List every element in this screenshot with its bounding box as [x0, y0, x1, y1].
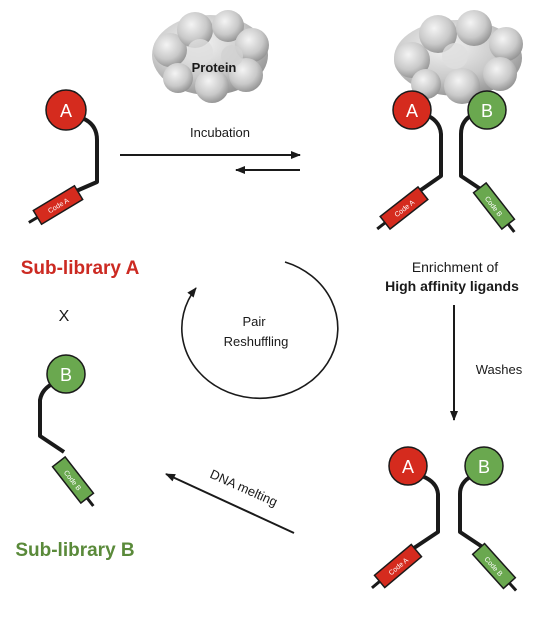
- bound-ligand-b-letter: B: [481, 101, 493, 121]
- bound-pair-top-right: Code A A Code B B: [376, 90, 516, 233]
- dna-melting-label: DNA melting: [208, 466, 280, 509]
- reshuffling-cycle-arrow: [181, 261, 339, 400]
- enrichment-line1: Enrichment of: [412, 259, 498, 275]
- cycle-line2: Reshuffling: [224, 334, 289, 349]
- dna-melting-arrow: [165, 473, 295, 534]
- enrichment-line2: High affinity ligands: [385, 278, 519, 294]
- released-pair-bottom-right: Code A A Code B B: [370, 446, 518, 592]
- cross-symbol: X: [59, 308, 70, 325]
- washes-label: Washes: [476, 362, 523, 377]
- ligand-b-letter: B: [60, 365, 72, 385]
- released-ligand-b-letter: B: [478, 457, 490, 477]
- protein-structure-bound: [394, 10, 523, 104]
- protein-structure: [152, 10, 269, 103]
- ligand-a-letter: A: [60, 101, 72, 121]
- equilibrium-arrows: [120, 151, 301, 174]
- cycle-line1: Pair: [242, 314, 266, 329]
- protein-label: Protein: [192, 60, 237, 75]
- ligand-b-probe-left: Code B B: [38, 354, 95, 507]
- sublibrary-a-label: Sub-library A: [21, 258, 140, 279]
- sublibrary-b-label: Sub-library B: [15, 540, 134, 561]
- ligand-a-probe-top-left: Code A A: [28, 89, 99, 226]
- released-ligand-a-letter: A: [402, 457, 414, 477]
- bound-ligand-a-letter: A: [406, 101, 418, 121]
- incubation-label: Incubation: [190, 125, 250, 140]
